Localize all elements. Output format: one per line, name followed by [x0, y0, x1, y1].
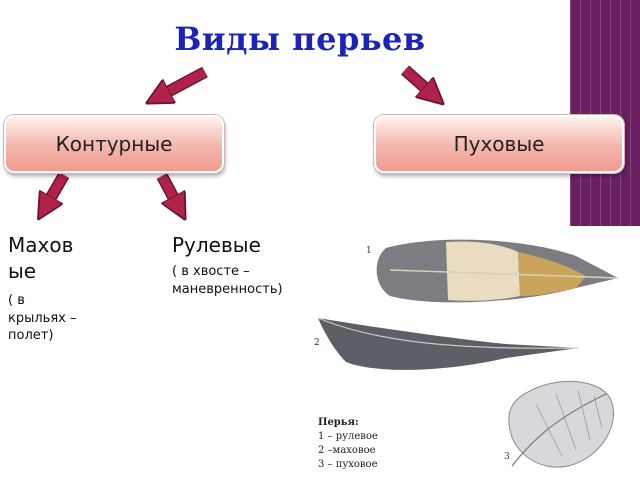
- down-feathers-label: Пуховые: [453, 132, 545, 156]
- arrow-title-to-right-fill: [402, 66, 432, 94]
- feathers-drawing: [317, 239, 619, 468]
- flight-feathers-desc: ( в крыльях – полет): [8, 292, 77, 345]
- legend-item-2: 2 –маховое: [318, 445, 376, 456]
- down-feathers-box: Пуховые: [374, 115, 624, 173]
- flight-title-line2: ые: [8, 259, 37, 283]
- tail-feathers-title: Рулевые: [172, 233, 261, 257]
- feather-label-1: 1: [366, 246, 372, 256]
- page-title: Виды перьев: [174, 20, 426, 58]
- arrow-title-to-left-fill: [160, 68, 208, 96]
- flight-desc-line1: ( в: [8, 293, 25, 308]
- tail-desc-line1: ( в хвосте –: [172, 264, 250, 279]
- feather-label-2: 2: [314, 338, 320, 348]
- down-feather-image: [508, 380, 614, 468]
- arrow-left-to-flight-fill: [46, 172, 68, 206]
- flight-desc-line2: крыльях –: [8, 310, 77, 326]
- feathers-illustration: 1 2 3 Перья: 1 – рулевое 2 –маховое 3 – …: [306, 226, 640, 480]
- feathers-legend: Перья: 1 – рулевое 2 –маховое 3 – пухово…: [318, 416, 378, 472]
- feather-label-3: 3: [504, 452, 510, 462]
- flight-feather-image: [317, 317, 579, 370]
- tail-feathers-desc: ( в хвосте – маневренность): [172, 263, 283, 298]
- flight-title-line1: Махов: [8, 233, 74, 257]
- contour-feathers-label: Контурные: [55, 132, 173, 156]
- flight-feathers-title: Махов ые: [8, 232, 73, 284]
- flight-desc-line3: полет): [8, 328, 54, 344]
- tail-desc-line2: маневренность): [172, 281, 283, 297]
- legend-item-1: 1 – рулевое: [318, 431, 378, 442]
- legend-item-3: 3 – пуховое: [318, 459, 378, 470]
- contour-feathers-box: Контурные: [4, 115, 224, 173]
- legend-title: Перья:: [318, 417, 359, 428]
- tail-feather-image: [376, 239, 619, 303]
- arrow-left-to-tail-fill: [158, 173, 178, 206]
